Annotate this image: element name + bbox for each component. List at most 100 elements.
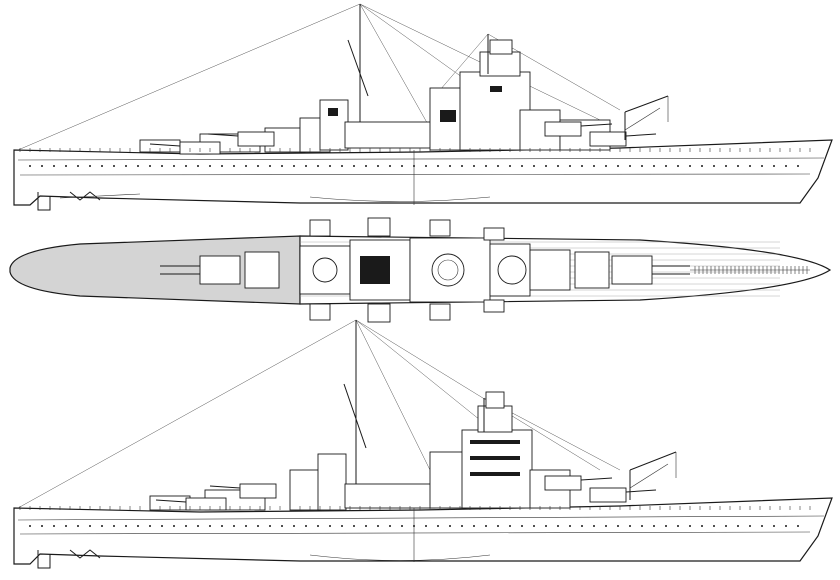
porthole (221, 165, 223, 167)
porthole (377, 525, 379, 527)
porthole (89, 525, 91, 527)
porthole (593, 525, 595, 527)
porthole (281, 525, 283, 527)
porthole (581, 165, 583, 167)
porthole (125, 525, 127, 527)
deck-turrets (160, 251, 690, 289)
masts-lower (343, 320, 485, 484)
porthole (173, 525, 175, 527)
porthole (245, 525, 247, 527)
porthole (497, 165, 499, 167)
porthole (773, 165, 775, 167)
porthole (749, 525, 751, 527)
porthole (257, 525, 259, 527)
porthole (629, 525, 631, 527)
porthole (557, 525, 559, 527)
porthole (89, 165, 91, 167)
porthole (605, 525, 607, 527)
porthole (533, 165, 535, 167)
crane-lower (629, 451, 677, 500)
porthole (569, 525, 571, 527)
porthole (305, 165, 307, 167)
porthole (269, 165, 271, 167)
rudder-lower (37, 550, 51, 569)
porthole (461, 525, 463, 527)
porthole (29, 525, 31, 527)
porthole (569, 165, 571, 167)
porthole (353, 525, 355, 527)
porthole (785, 165, 787, 167)
porthole (641, 165, 643, 167)
porthole (701, 165, 703, 167)
porthole (209, 525, 211, 527)
porthole (209, 165, 211, 167)
porthole (101, 525, 103, 527)
porthole (497, 525, 499, 527)
porthole (797, 525, 799, 527)
porthole (173, 165, 175, 167)
porthole (725, 165, 727, 167)
porthole (557, 165, 559, 167)
porthole (269, 525, 271, 527)
porthole (677, 525, 679, 527)
porthole (197, 165, 199, 167)
crane (624, 95, 669, 140)
porthole (437, 165, 439, 167)
porthole (413, 525, 415, 527)
profile-view-top (13, 3, 833, 211)
porthole (245, 165, 247, 167)
porthole (677, 165, 679, 167)
portholes-lower (29, 525, 799, 527)
porthole (749, 165, 751, 167)
porthole (737, 165, 739, 167)
porthole (425, 165, 427, 167)
porthole (653, 165, 655, 167)
porthole (389, 525, 391, 527)
porthole (581, 525, 583, 527)
porthole (605, 165, 607, 167)
porthole (257, 165, 259, 167)
porthole (689, 165, 691, 167)
deck-superstructure (299, 237, 571, 303)
porthole (353, 165, 355, 167)
porthole (341, 165, 343, 167)
porthole (305, 525, 307, 527)
porthole (137, 525, 139, 527)
porthole (197, 525, 199, 527)
porthole (77, 165, 79, 167)
porthole (185, 165, 187, 167)
porthole (701, 525, 703, 527)
rigging-lower (17, 319, 621, 509)
porthole (101, 165, 103, 167)
superstructure (139, 39, 611, 153)
porthole (521, 165, 523, 167)
porthole (317, 525, 319, 527)
porthole (725, 525, 727, 527)
porthole (425, 525, 427, 527)
porthole (689, 525, 691, 527)
porthole (317, 165, 319, 167)
porthole (161, 165, 163, 167)
porthole (737, 525, 739, 527)
porthole (713, 165, 715, 167)
porthole (293, 525, 295, 527)
porthole (509, 525, 511, 527)
porthole (161, 525, 163, 527)
porthole (653, 525, 655, 527)
porthole (797, 165, 799, 167)
deck-plan-view (9, 217, 832, 323)
porthole (221, 525, 223, 527)
porthole (473, 165, 475, 167)
porthole (41, 165, 43, 167)
porthole (53, 525, 55, 527)
porthole (29, 165, 31, 167)
porthole (485, 525, 487, 527)
superstructure-lower (149, 391, 571, 511)
porthole (125, 165, 127, 167)
porthole (233, 165, 235, 167)
rudder (37, 192, 51, 211)
porthole (185, 525, 187, 527)
porthole (437, 525, 439, 527)
porthole (473, 525, 475, 527)
